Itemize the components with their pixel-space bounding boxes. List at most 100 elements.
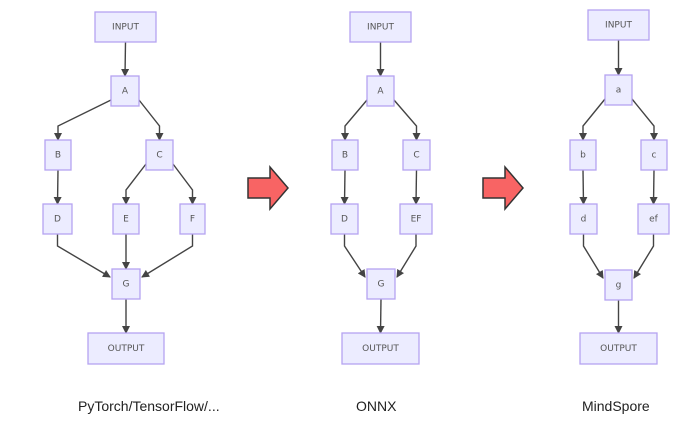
node-g: g	[604, 269, 633, 301]
edge-b-d	[340, 169, 349, 205]
node-box	[366, 268, 396, 300]
edge-ef-g	[633, 234, 655, 279]
node-box	[331, 139, 359, 171]
node-c: C	[402, 139, 431, 171]
node-label: G	[123, 280, 130, 290]
edge-a-b	[579, 98, 606, 141]
edge-input-a	[121, 41, 130, 77]
node-output: OUTPUT	[87, 332, 165, 365]
node-d: d	[569, 203, 598, 235]
node-input: INPUT	[349, 11, 412, 43]
edge-b-d	[579, 169, 588, 205]
node-box	[402, 139, 431, 171]
node-label: F	[190, 215, 195, 225]
node-label: D	[341, 215, 348, 225]
edge-a-b	[54, 99, 112, 141]
node-box	[110, 75, 140, 107]
node-label: EF	[411, 215, 422, 225]
node-label: C	[413, 151, 419, 161]
edge-f-g	[141, 234, 194, 278]
node-label: INPUT	[605, 21, 632, 31]
edge-c-ef	[649, 169, 658, 205]
caption-pytorch-tensorflow: PyTorch/TensorFlow/...	[78, 398, 220, 414]
edge-d-g	[582, 234, 604, 279]
node-b: b	[569, 139, 597, 171]
node-box	[87, 332, 165, 365]
edge-a-c	[138, 99, 164, 141]
node-a: A	[110, 75, 140, 107]
node-label: A	[122, 87, 129, 97]
node-label: d	[581, 215, 587, 225]
node-box	[145, 139, 174, 171]
edge-c-ef	[412, 169, 421, 205]
node-box	[579, 332, 658, 365]
node-box	[604, 269, 633, 301]
node-b: B	[44, 139, 72, 171]
node-label: OUTPUT	[600, 344, 637, 354]
node-box	[341, 332, 420, 365]
edge-ef-g	[396, 234, 417, 278]
edge-b-d	[53, 169, 62, 205]
node-label: ef	[649, 215, 659, 225]
node-label: c	[652, 151, 657, 161]
node-box	[640, 139, 668, 171]
node-label: INPUT	[112, 23, 139, 33]
node-label: G	[378, 280, 385, 290]
node-f: F	[179, 203, 206, 235]
diagram-0: INPUT A B C D E F G OUTPUT	[42, 11, 206, 365]
caption-onnx: ONNX	[356, 398, 397, 414]
node-box	[42, 203, 73, 235]
node-a: a	[604, 74, 633, 106]
node-d: D	[330, 203, 359, 235]
node-output: OUTPUT	[341, 332, 420, 365]
node-label: A	[377, 87, 384, 97]
edge-g-output	[376, 298, 385, 334]
node-box	[366, 75, 395, 107]
node-label: INPUT	[367, 23, 394, 33]
node-ef: ef	[637, 203, 670, 235]
edge-c-e	[122, 163, 147, 205]
edge-a-c	[631, 98, 658, 141]
node-label: B	[55, 151, 61, 161]
node-g: G	[366, 268, 396, 300]
caption-mindspore: MindSpore	[582, 398, 650, 414]
node-label: OUTPUT	[362, 344, 399, 354]
node-label: a	[616, 86, 622, 96]
node-d: D	[42, 203, 73, 235]
edge-c-f	[172, 163, 197, 205]
node-box	[569, 203, 598, 235]
node-g: G	[111, 268, 141, 300]
edge-d-g	[343, 234, 366, 278]
node-box	[179, 203, 206, 235]
node-b: B	[331, 139, 359, 171]
node-c: C	[145, 139, 174, 171]
node-label: b	[580, 151, 586, 161]
transform-arrow-icon	[482, 164, 524, 212]
node-label: B	[342, 151, 348, 161]
node-box	[44, 139, 72, 171]
node-label: g	[616, 281, 622, 291]
node-input: INPUT	[587, 9, 650, 41]
node-box	[604, 74, 633, 106]
node-ef: EF	[399, 203, 433, 235]
edge-d-g	[56, 234, 111, 278]
node-box	[569, 139, 597, 171]
node-box	[399, 203, 433, 235]
node-box	[330, 203, 359, 235]
node-a: A	[366, 75, 395, 107]
node-input: INPUT	[94, 11, 157, 43]
edge-a-c	[393, 99, 421, 141]
node-label: D	[54, 215, 61, 225]
node-box	[112, 203, 140, 235]
node-box	[111, 268, 141, 300]
node-box	[349, 11, 412, 43]
node-output: OUTPUT	[579, 332, 658, 365]
node-box	[637, 203, 670, 235]
node-e: E	[112, 203, 140, 235]
edge-a-b	[341, 99, 368, 141]
node-box	[587, 9, 650, 41]
node-label: C	[156, 151, 162, 161]
node-label: OUTPUT	[108, 344, 145, 354]
